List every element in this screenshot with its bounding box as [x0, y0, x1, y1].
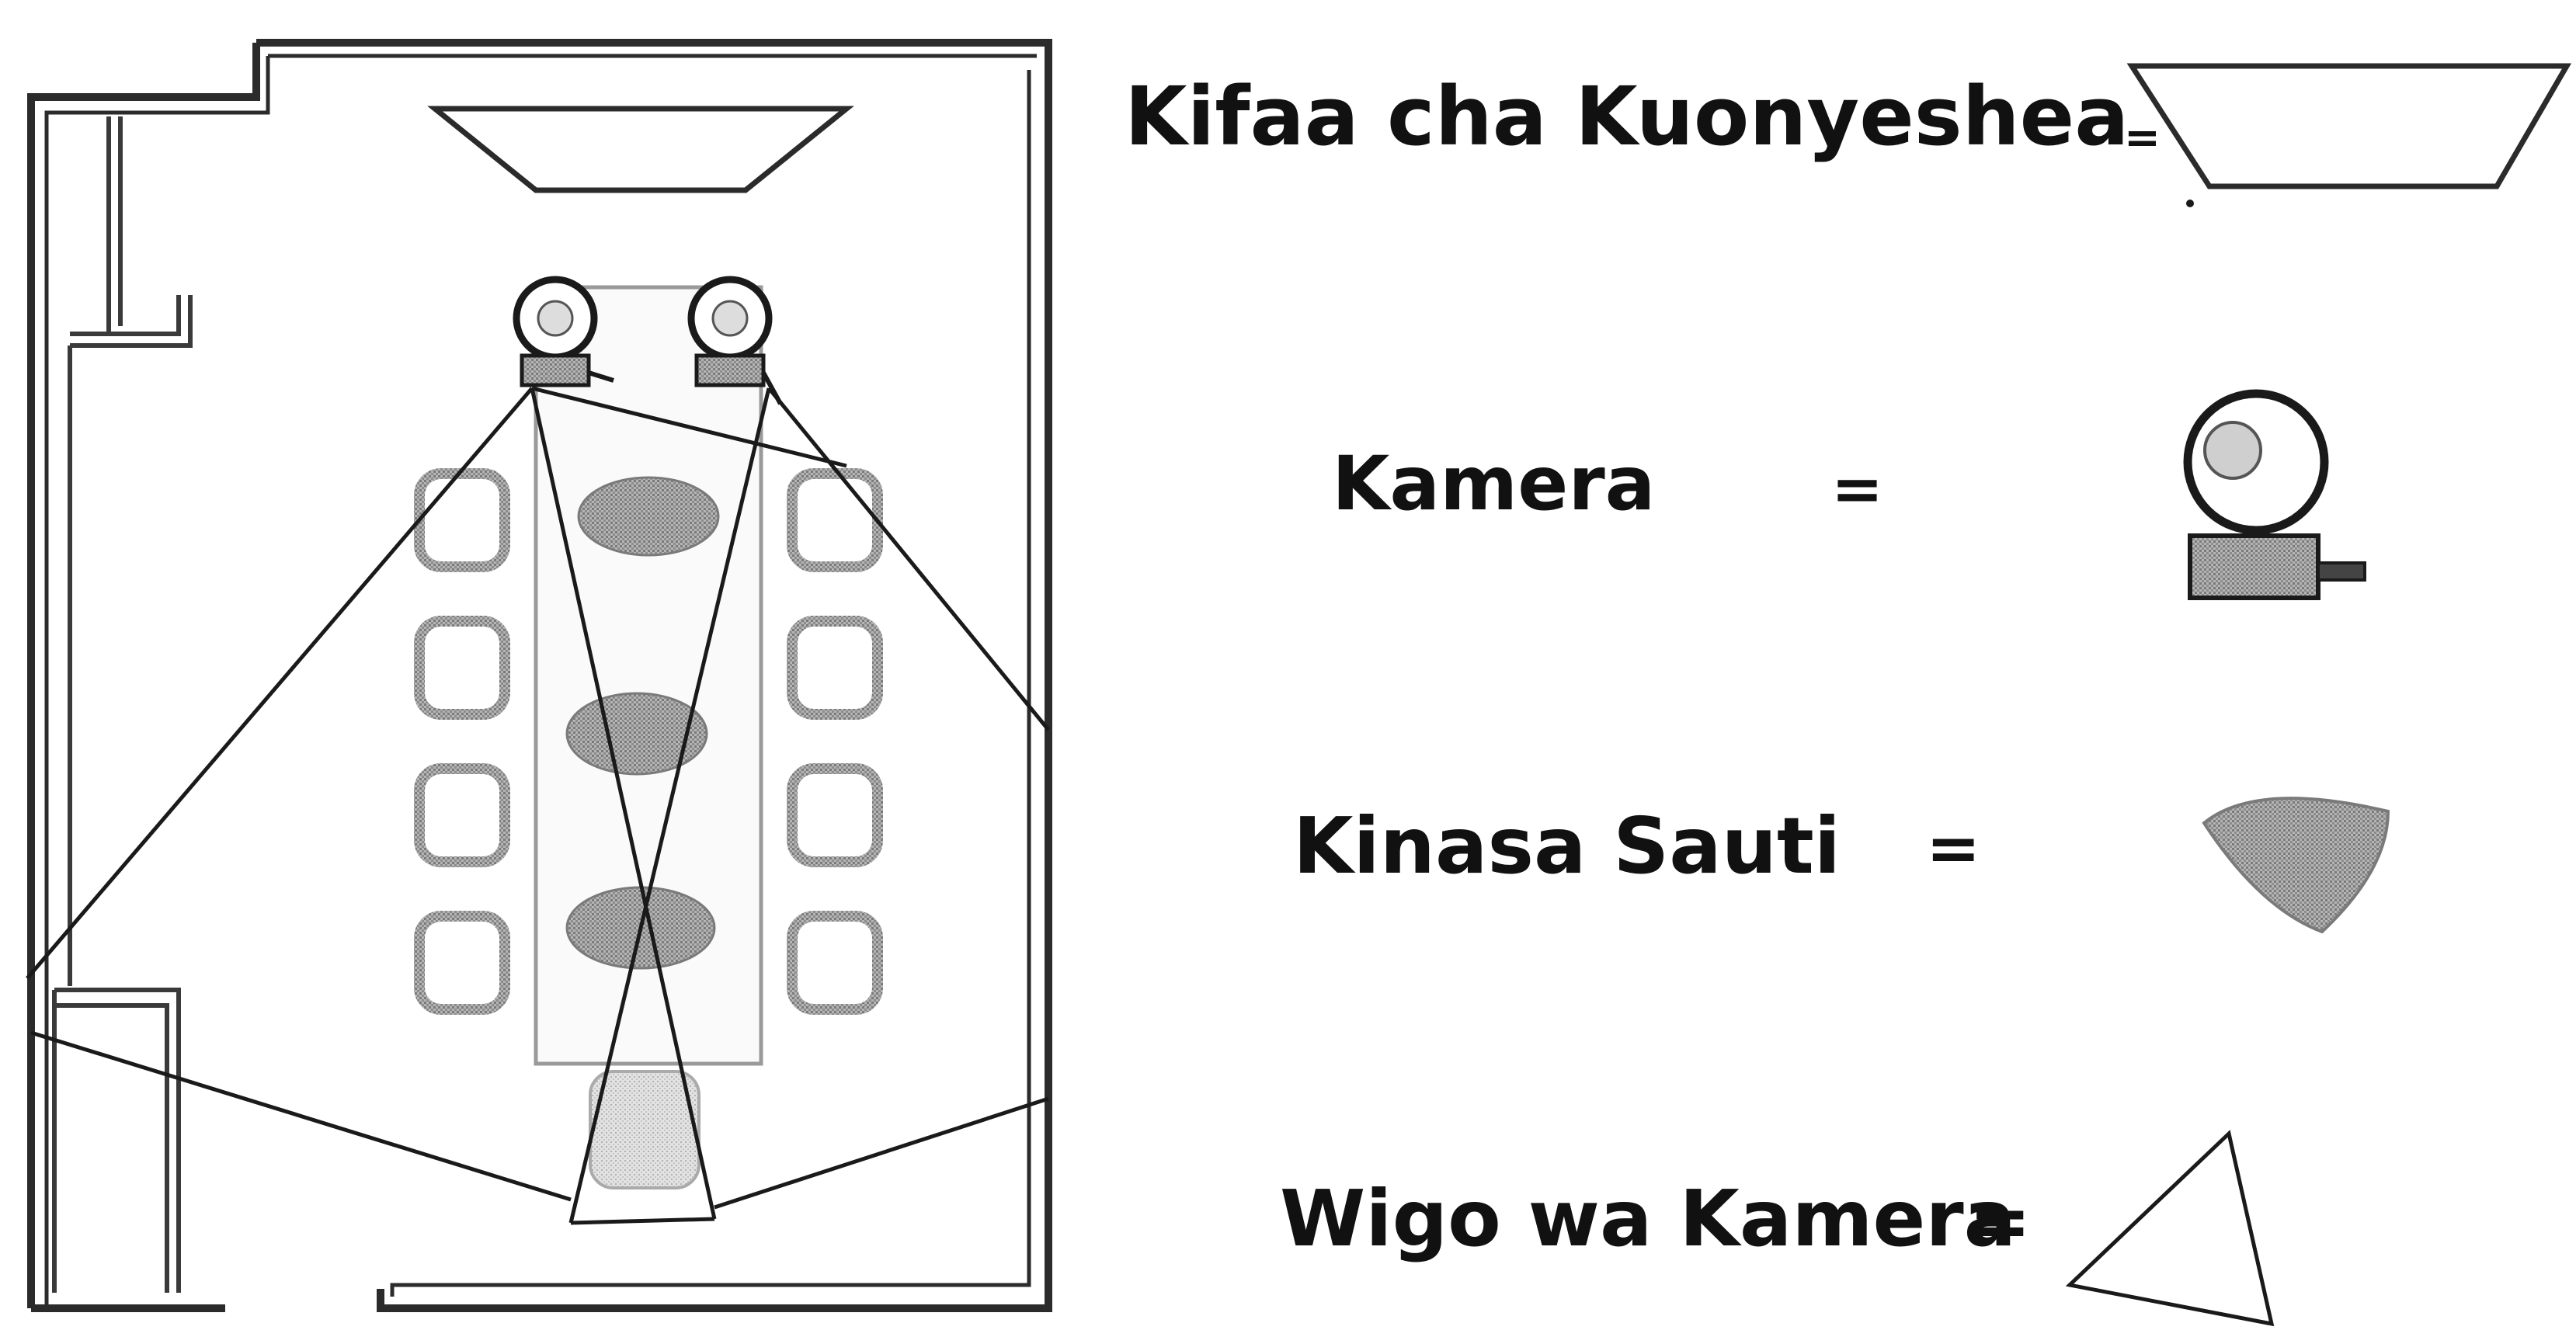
chair [787, 911, 883, 1015]
legend-equals-microphone: = [1926, 810, 1981, 886]
legend-display-screen-icon [2126, 63, 2572, 189]
legend-label-camera-range: Wigo wa Kamera [1280, 1173, 2017, 1264]
legend-camera-icon [2183, 389, 2366, 600]
legend-microphone-icon [2202, 797, 2390, 934]
legend-label-display: Kifaa cha Kuonyeshea [1125, 69, 2129, 164]
chair [414, 468, 510, 572]
chair [787, 468, 883, 572]
legend-camera-range-icon [2065, 1130, 2275, 1327]
legend-label-microphone: Kinasa Sauti [1293, 800, 1841, 891]
chairs-right [787, 468, 883, 1015]
floor-plan [26, 39, 1052, 1312]
chair [787, 763, 883, 867]
camera-icon [687, 276, 783, 405]
microphone-icon [577, 476, 720, 557]
legend-equals-camera-range: = [1969, 1178, 2032, 1265]
camera-coverage [26, 386, 1050, 1225]
display-screen-icon [427, 106, 854, 193]
chair [414, 616, 510, 720]
chair [414, 911, 510, 1015]
chair [414, 763, 510, 867]
room-walls [27, 39, 1052, 1312]
legend-label-camera: Kamera [1332, 440, 1656, 527]
legend-equals-camera: = [1831, 453, 1884, 525]
end-seat [589, 1070, 700, 1189]
camera-icon [513, 276, 614, 387]
legend-icons [2065, 63, 2572, 1327]
chairs-left [414, 468, 510, 1015]
left-partitions [52, 116, 193, 1293]
legend-equals-display: = [2124, 113, 2161, 163]
chair [787, 616, 883, 720]
